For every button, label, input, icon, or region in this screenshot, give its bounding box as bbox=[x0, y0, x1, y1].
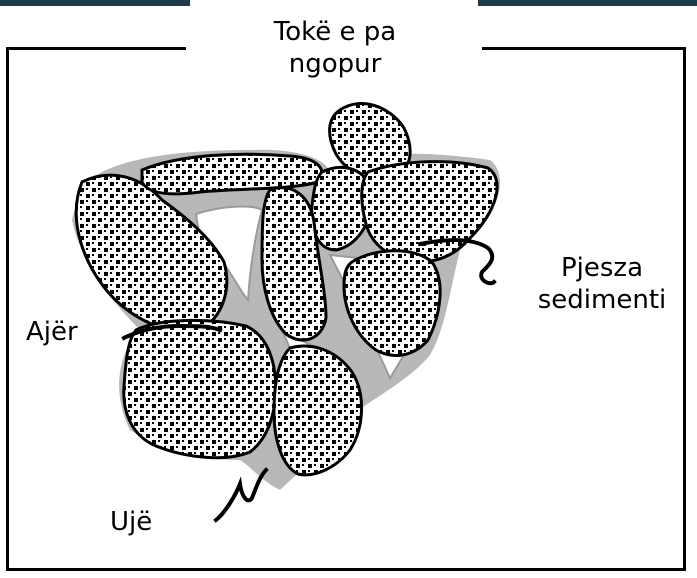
sand-grain bbox=[274, 346, 362, 475]
air-label: Ajër bbox=[26, 316, 106, 348]
title-line-2: ngopur bbox=[200, 48, 470, 80]
diagram-title: Tokë e pa ngopur bbox=[200, 16, 470, 80]
water-pointer bbox=[216, 470, 266, 520]
sand-grain bbox=[362, 162, 497, 262]
title-line-1: Tokë e pa bbox=[200, 16, 470, 48]
sand-grain bbox=[124, 320, 276, 457]
sand-label-line-2: sedimenti bbox=[512, 284, 692, 316]
water-label: Ujë bbox=[110, 506, 190, 538]
sand-label-line-1: Pjesza bbox=[512, 252, 692, 284]
sand-label: Pjesza sedimenti bbox=[512, 252, 692, 316]
